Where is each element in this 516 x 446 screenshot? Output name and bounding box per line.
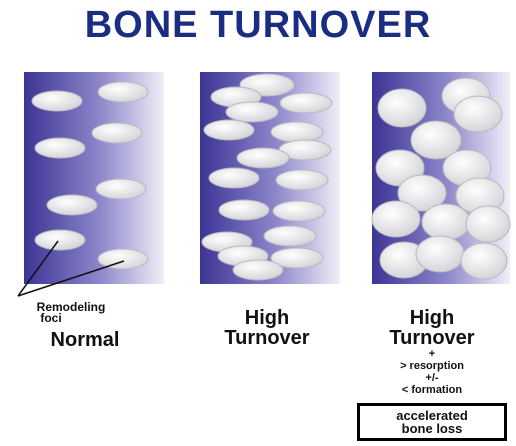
high-turnover-2-label-line2: Turnover (357, 328, 507, 348)
box-line2: bone loss (360, 422, 504, 435)
remodeling-label: Remodeling (6, 302, 136, 313)
panel-normal (18, 72, 164, 296)
foci-label: foci (6, 313, 96, 324)
plus-label: + (357, 348, 507, 360)
panel-high-turnover (200, 72, 340, 284)
high-turnover-2-label-line1: High (357, 308, 507, 328)
accelerated-bone-loss-box: accelerated bone loss (357, 403, 507, 441)
resorption-label: > resorption (357, 360, 507, 372)
panel-high-turnover-resorption (372, 72, 510, 284)
high-turnover-label-line2: Turnover (192, 328, 342, 348)
plus-minus-label: +/- (357, 372, 507, 384)
formation-label: < formation (357, 384, 507, 396)
high-turnover-label-line1: High (192, 308, 342, 328)
normal-label: Normal (10, 330, 160, 350)
